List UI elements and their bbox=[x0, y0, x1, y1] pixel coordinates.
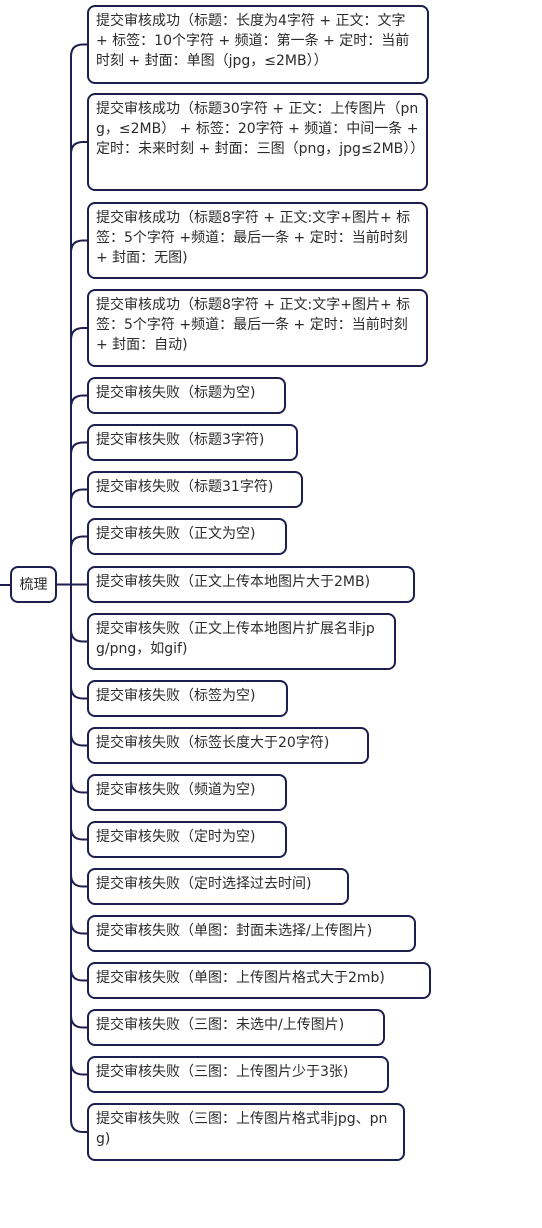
connector-line bbox=[57, 535, 87, 586]
child-node-3[interactable]: 提交审核成功（标题8字符 + 正文:文字+图片+ 标签：5个字符 +频道：最后一… bbox=[87, 202, 428, 279]
child-node-label: 提交审核失败（三图：上传图片格式非jpg、png) bbox=[96, 1111, 388, 1147]
child-node-label: 提交审核成功（标题8字符 + 正文:文字+图片+ 标签：5个字符 +频道：最后一… bbox=[96, 210, 411, 266]
child-node-label: 提交审核失败（定时选择过去时间) bbox=[96, 876, 312, 892]
child-node-5[interactable]: 提交审核失败（标题为空) bbox=[87, 377, 286, 414]
child-node-label: 提交审核失败（三图：上传图片少于3张) bbox=[96, 1064, 349, 1080]
connector-line bbox=[57, 239, 87, 586]
child-node-20[interactable]: 提交审核失败（三图：上传图片格式非jpg、png) bbox=[87, 1103, 405, 1161]
child-node-15[interactable]: 提交审核失败（定时选择过去时间) bbox=[87, 868, 349, 905]
root-lead-line bbox=[0, 584, 10, 586]
connector-line bbox=[57, 583, 87, 794]
child-node-8[interactable]: 提交审核失败（正文为空) bbox=[87, 518, 287, 555]
connector-line bbox=[57, 583, 87, 643]
child-node-9[interactable]: 提交审核失败（正文上传本地图片大于2MB) bbox=[87, 566, 415, 603]
connector-line bbox=[57, 583, 87, 700]
connector-line bbox=[57, 583, 87, 1029]
connector-line bbox=[57, 583, 87, 747]
child-node-17[interactable]: 提交审核失败（单图：上传图片格式大于2mb) bbox=[87, 962, 431, 999]
connector-line bbox=[57, 583, 87, 1133]
child-node-label: 提交审核失败（单图：封面未选择/上传图片) bbox=[96, 923, 373, 939]
connector-line bbox=[57, 141, 87, 586]
child-node-label: 提交审核失败（正文上传本地图片扩展名非jpg/png，如gif) bbox=[96, 621, 375, 657]
child-node-label: 提交审核成功（标题30字符 + 正文：上传图片（png，≤2MB） + 标签：2… bbox=[96, 101, 425, 157]
child-node-label: 提交审核失败（标签为空) bbox=[96, 688, 256, 704]
connector-line bbox=[57, 394, 87, 586]
child-node-label: 提交审核失败（标题为空) bbox=[96, 385, 256, 401]
connector-line bbox=[57, 583, 87, 1076]
child-node-label: 提交审核失败（标题31字符) bbox=[96, 479, 274, 495]
child-node-label: 提交审核失败（正文为空) bbox=[96, 526, 256, 542]
child-node-14[interactable]: 提交审核失败（定时为空) bbox=[87, 821, 287, 858]
child-node-12[interactable]: 提交审核失败（标签长度大于20字符) bbox=[87, 727, 369, 764]
connector-line bbox=[57, 583, 87, 982]
connector-line bbox=[57, 583, 87, 888]
child-node-1[interactable]: 提交审核成功（标题：长度为4字符 + 正文：文字 + 标签：10个字符 + 频道… bbox=[87, 5, 429, 84]
connector-line bbox=[57, 43, 87, 586]
child-node-label: 提交审核成功（标题：长度为4字符 + 正文：文字 + 标签：10个字符 + 频道… bbox=[96, 13, 410, 69]
connector-line bbox=[57, 583, 87, 935]
child-node-label: 提交审核失败（标题3字符) bbox=[96, 432, 265, 448]
child-node-11[interactable]: 提交审核失败（标签为空) bbox=[87, 680, 288, 717]
child-node-7[interactable]: 提交审核失败（标题31字符) bbox=[87, 471, 303, 508]
child-node-16[interactable]: 提交审核失败（单图：封面未选择/上传图片) bbox=[87, 915, 416, 952]
child-node-10[interactable]: 提交审核失败（正文上传本地图片扩展名非jpg/png，如gif) bbox=[87, 613, 396, 670]
child-node-label: 提交审核失败（标签长度大于20字符) bbox=[96, 735, 330, 751]
child-node-18[interactable]: 提交审核失败（三图：未选中/上传图片) bbox=[87, 1009, 385, 1046]
root-node[interactable]: 梳理 bbox=[10, 566, 57, 603]
child-node-label: 提交审核成功（标题8字符 + 正文:文字+图片+ 标签：5个字符 +频道：最后一… bbox=[96, 297, 411, 353]
child-node-label: 提交审核失败（正文上传本地图片大于2MB) bbox=[96, 574, 371, 590]
child-node-label: 提交审核失败（单图：上传图片格式大于2mb) bbox=[96, 970, 385, 986]
connector-line bbox=[57, 488, 87, 586]
connector-line bbox=[57, 327, 87, 586]
child-node-label: 提交审核失败（定时为空) bbox=[96, 829, 256, 845]
connector-line bbox=[57, 583, 87, 841]
child-node-6[interactable]: 提交审核失败（标题3字符) bbox=[87, 424, 298, 461]
child-node-label: 提交审核失败（频道为空) bbox=[96, 782, 256, 798]
child-node-2[interactable]: 提交审核成功（标题30字符 + 正文：上传图片（png，≤2MB） + 标签：2… bbox=[87, 93, 428, 191]
root-node-label: 梳理 bbox=[19, 576, 48, 593]
child-node-19[interactable]: 提交审核失败（三图：上传图片少于3张) bbox=[87, 1056, 389, 1093]
child-node-13[interactable]: 提交审核失败（频道为空) bbox=[87, 774, 287, 811]
connector-line bbox=[57, 441, 87, 586]
child-node-4[interactable]: 提交审核成功（标题8字符 + 正文:文字+图片+ 标签：5个字符 +频道：最后一… bbox=[87, 289, 428, 367]
child-node-label: 提交审核失败（三图：未选中/上传图片) bbox=[96, 1017, 345, 1033]
